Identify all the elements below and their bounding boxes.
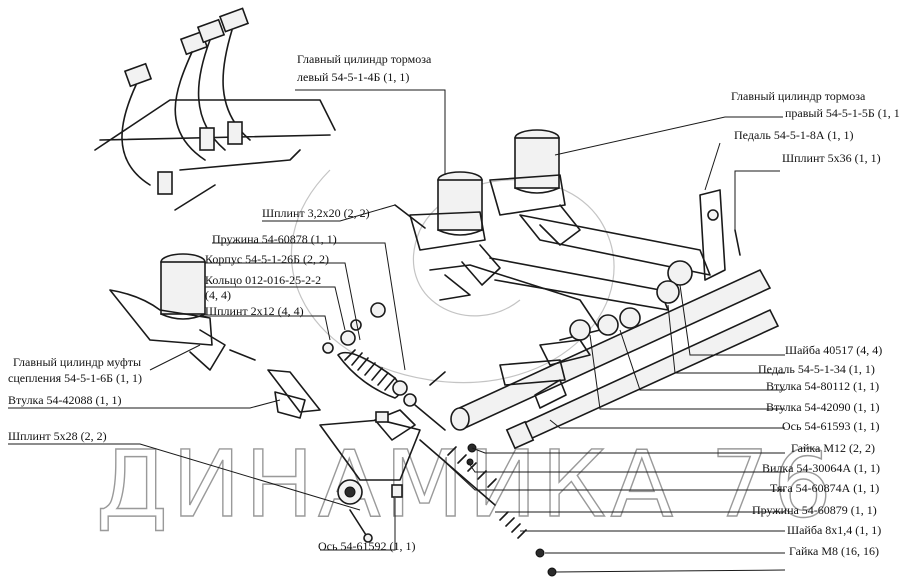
label-cotter-32x20: Шплинт 3,2х20 (2, 2) <box>262 206 370 220</box>
label-ring-1: Кольцо 012-016-25-2-2 <box>205 273 321 287</box>
brake-master-cylinder-right <box>489 129 581 246</box>
label-bushing-80112: Втулка 54-80112 (1, 1) <box>766 379 879 393</box>
label-master-left-2: левый 54-5-1-4Б (1, 1) <box>297 70 409 84</box>
watermark-text: ДИНАМИКА 76 <box>96 431 836 538</box>
label-housing: Корпус 54-5-1-26Б (2, 2) <box>205 252 329 266</box>
label-pedal-8a: Педаль 54-5-1-8А (1, 1) <box>734 128 853 142</box>
label-clutch-2: сцепления 54-5-1-6Б (1, 1) <box>8 371 142 385</box>
label-master-right-1: Главный цилиндр тормоза <box>731 89 866 103</box>
label-master-left-1: Главный цилиндр тормоза <box>297 52 432 66</box>
label-master-right-2: правый 54-5-1-5Б (1, 1) <box>785 106 900 120</box>
watermark-swirl <box>291 169 615 384</box>
brake-master-cylinder-left <box>394 171 501 286</box>
label-spring-60878: Пружина 54-60878 (1, 1) <box>212 232 337 246</box>
label-nut-m8: Гайка М8 (16, 16) <box>789 544 879 558</box>
label-pedal-34: Педаль 54-5-1-34 (1, 1) <box>758 362 875 376</box>
pedal-frames <box>429 189 741 341</box>
label-axle-61593: Ось 54-61593 (1, 1) <box>782 419 879 433</box>
label-rod-60874a: Тяга 54-60874А (1, 1) <box>770 481 879 495</box>
label-bushing-42090: Втулка 54-42090 (1, 1) <box>766 400 880 414</box>
label-fork-30064a: Вилка 54-30064А (1, 1) <box>762 461 880 475</box>
rod-spring-nuts <box>349 439 557 577</box>
watermark: ДИНАМИКА 76 <box>95 169 836 539</box>
label-washer-8x14: Шайба 8х1,4 (1, 1) <box>787 523 881 537</box>
label-bushing-42088: Втулка 54-42088 (1, 1) <box>8 393 122 407</box>
label-clutch-1: Главный цилиндр муфты <box>13 355 141 369</box>
label-axle-61592: Ось 54-61592 (1, 1) <box>318 539 415 553</box>
clutch-pedal-lever <box>267 369 421 505</box>
pedal-shaft <box>450 268 780 450</box>
clutch-master-cylinder <box>109 253 256 371</box>
label-ring-2: (4, 4) <box>205 288 231 302</box>
callout-labels: Главный цилиндр тормоза левый 54-5-1-4Б … <box>8 52 900 558</box>
overview-inset <box>94 7 336 211</box>
label-cotter-5x28: Шплинт 5х28 (2, 2) <box>8 429 107 443</box>
spring-housing-stack <box>322 302 446 431</box>
label-cotter-2x12: Шплинт 2х12 (4, 4) <box>205 304 304 318</box>
label-nut-m12: Гайка М12 (2, 2) <box>791 441 875 455</box>
label-cotter-5x36: Шплинт 5х36 (1, 1) <box>782 151 881 165</box>
label-spring-60879: Пружина 54-60879 (1, 1) <box>752 503 877 517</box>
leader-lines <box>8 89 786 573</box>
label-washer-40517: Шайба 40517 (4, 4) <box>785 343 882 357</box>
